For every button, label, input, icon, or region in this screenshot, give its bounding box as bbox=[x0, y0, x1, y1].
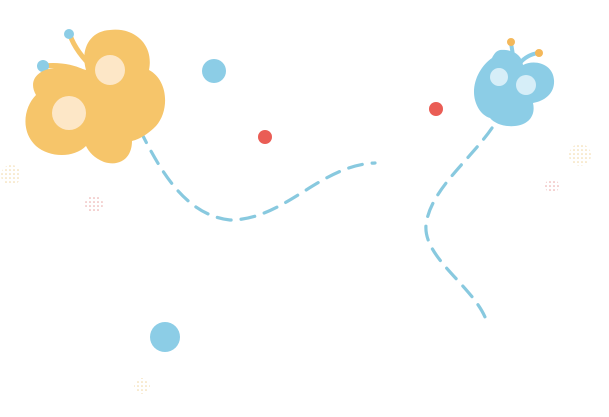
antenna-tip-blue-right bbox=[535, 49, 543, 57]
orange-wing-spot-bottom bbox=[52, 96, 86, 130]
dot-blue-large bbox=[150, 322, 180, 352]
glitter-red bbox=[545, 179, 559, 193]
antenna-tip-orange-left bbox=[37, 60, 49, 72]
glitter-red bbox=[85, 195, 103, 213]
dot-red-small bbox=[258, 130, 272, 144]
glitter-yellow bbox=[1, 165, 21, 185]
dot-red-small bbox=[429, 102, 443, 116]
orange-wing-spot-top bbox=[95, 55, 125, 85]
blue-wing-spot-left bbox=[490, 68, 508, 86]
orange-wings bbox=[25, 29, 166, 164]
blue-wings bbox=[474, 49, 555, 127]
butterfly-blue bbox=[474, 38, 555, 127]
glitter-yellow bbox=[569, 144, 591, 166]
dot-blue-medium bbox=[202, 59, 226, 83]
glitter-yellow bbox=[134, 378, 150, 394]
blue-wing-spot-right bbox=[516, 75, 536, 95]
antenna-tip-orange-right bbox=[64, 29, 74, 39]
butterfly-orange bbox=[25, 29, 166, 164]
antenna-tip-blue-left bbox=[507, 38, 515, 46]
dashed-flight-path-left bbox=[138, 128, 377, 222]
dashed-flight-path-right bbox=[424, 126, 494, 328]
